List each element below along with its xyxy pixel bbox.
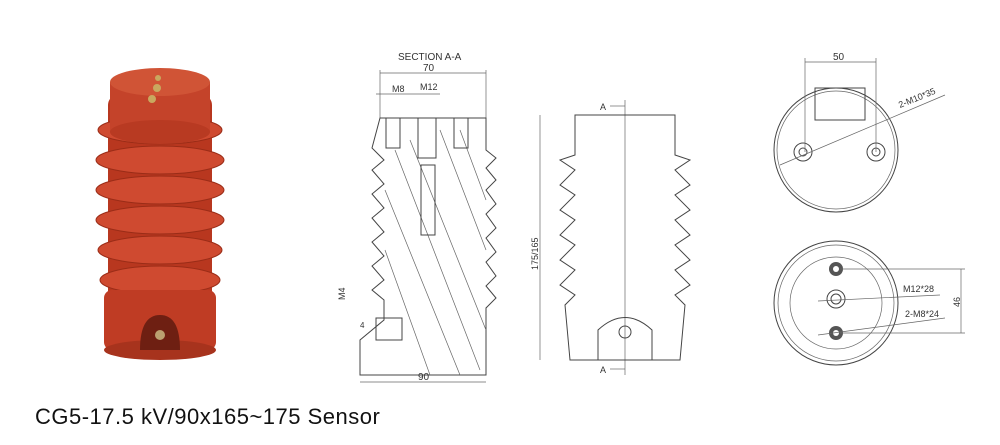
bottom-view: 46 M12*28 2-M8*24	[773, 240, 965, 366]
dimension-label: 50	[833, 52, 845, 63]
top-view: 50 2-M10*35	[773, 52, 946, 213]
product-caption: CG5-17.5 kV/90x165~175 Sensor	[35, 404, 381, 429]
dimension-label: 2-M10*35	[897, 86, 937, 110]
dimension-label: M8	[392, 84, 405, 94]
dimension-label: 4	[360, 321, 365, 330]
dimension-label: 2-M8*24	[905, 309, 939, 319]
side-view: A A 175/165	[530, 100, 692, 375]
dimension-label: A	[600, 365, 606, 375]
dimension-label: M12*28	[903, 284, 934, 294]
section-view: SECTION A-A 70 M8 M12 M4 4 90	[337, 52, 497, 383]
dimension-label: SECTION A-A	[398, 52, 462, 63]
dimension-label: 46	[952, 297, 962, 307]
insulator-photo	[95, 68, 225, 360]
dimension-label: 175/165	[530, 237, 540, 270]
dimension-label: A	[600, 102, 606, 112]
dimension-label: 90	[418, 372, 430, 383]
dimension-label: M4	[337, 287, 347, 300]
dimension-label: 70	[423, 63, 435, 74]
dimension-label: M12	[420, 82, 438, 92]
